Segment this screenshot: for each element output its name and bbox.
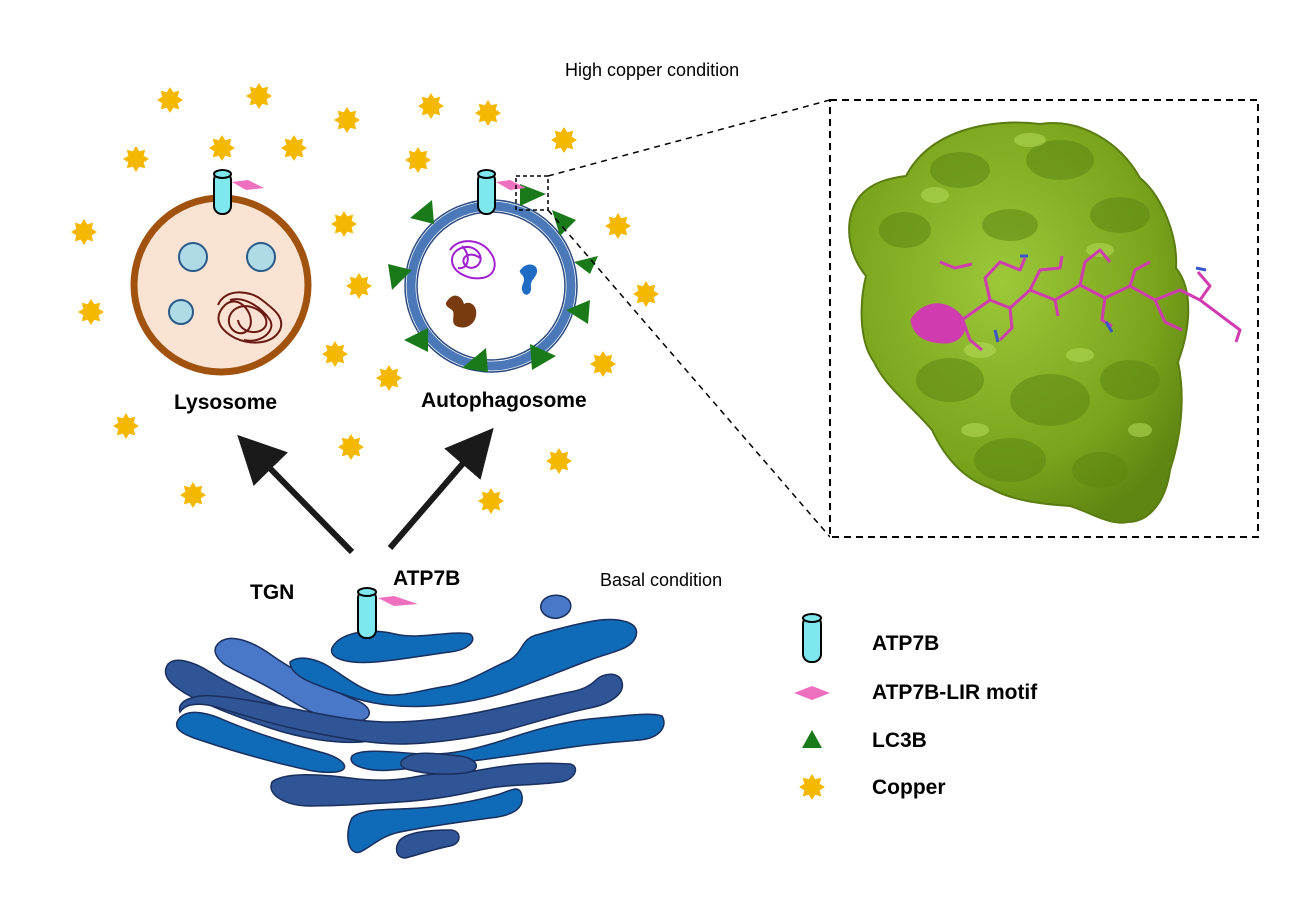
legend-label: ATP7B-LIR motif <box>872 681 1038 704</box>
atp7b-cylinder-icon <box>357 589 377 639</box>
copper-star-icon <box>71 219 97 245</box>
copper-star-icon <box>281 135 307 161</box>
copper-star-icon <box>123 146 149 172</box>
atp7b-label: ATP7B <box>393 567 461 590</box>
legend-item-copper: Copper <box>790 772 1110 806</box>
lc3b-triangle-icon <box>388 264 412 290</box>
copper-star-icon <box>551 127 577 153</box>
protein-aggregate <box>217 291 283 344</box>
golgi-cisterna <box>270 762 577 807</box>
copper-star-icon <box>246 83 272 109</box>
copper-star-icon <box>475 100 501 126</box>
copper-star-icon <box>209 135 235 161</box>
zoom-connector-line <box>547 99 831 177</box>
tgn-golgi <box>164 594 665 859</box>
lir-motif-diamond-icon <box>232 180 264 190</box>
autophagosome <box>388 169 598 373</box>
copper-star-icon <box>478 488 504 514</box>
lc3b-triangle-icon <box>566 300 590 324</box>
golgi-cisterna <box>400 752 478 775</box>
arrow-to-lysosome <box>237 434 355 555</box>
tgn-atp7b <box>357 587 418 639</box>
basal-condition-label: Basal condition <box>600 570 723 590</box>
copper-star-icon <box>546 448 572 474</box>
arrow-to-autophagosome <box>387 427 494 550</box>
copper-star-icon <box>338 434 364 460</box>
lc3b-triangle-icon <box>462 348 488 372</box>
high-copper-label: High copper condition <box>565 60 740 80</box>
lir-motif-diamond-icon <box>378 596 418 606</box>
zoom-region-box <box>515 175 549 211</box>
golgi-cisterna <box>395 829 460 859</box>
autophagosome-label: Autophagosome <box>421 389 587 412</box>
copper-star-icon <box>376 365 402 391</box>
lysosome-label: Lysosome <box>174 391 278 414</box>
lir-peptide <box>910 248 1242 352</box>
lc3b-triangle-icon <box>552 210 576 236</box>
copper-star-icon <box>113 413 139 439</box>
copper-star-icon <box>346 273 372 299</box>
vesicle <box>246 242 276 272</box>
lc3b-triangle-icon <box>802 730 822 748</box>
legend-label: LC3B <box>872 729 927 752</box>
lc3b-triangle-icon <box>520 184 546 206</box>
vesicle <box>168 299 194 325</box>
lysosome <box>130 169 312 376</box>
copper-star-icon <box>590 351 616 377</box>
purple-cargo <box>449 240 496 280</box>
legend-item-lc3b: LC3B <box>790 725 1110 759</box>
golgi-cisterna <box>331 630 474 664</box>
copper-star-icon <box>322 341 348 367</box>
lir-motif-diamond-icon <box>794 686 830 700</box>
golgi-cisterna <box>289 618 638 708</box>
lir-motif-diamond-icon <box>496 180 526 190</box>
legend-icons <box>794 613 830 800</box>
golgi-cisterna <box>347 788 523 854</box>
legend-label: ATP7B <box>872 632 940 655</box>
copper-star-icon <box>78 299 104 325</box>
copper-star-icon <box>405 147 431 173</box>
legend-item-atp7b: ATP7B <box>790 628 1110 662</box>
copper-star-icon <box>334 107 360 133</box>
copper-star-icon <box>180 482 206 508</box>
brown-cargo <box>445 295 477 328</box>
golgi-vesicle <box>540 594 572 620</box>
legend-label: Copper <box>872 776 946 799</box>
copper-star-icon <box>331 211 357 237</box>
lc3b-triangle-icon <box>404 328 428 352</box>
vesicle <box>178 242 208 272</box>
copper-star-icon <box>605 213 631 239</box>
zoom-connector-line <box>547 209 831 538</box>
protein-structure-inset <box>829 99 1259 538</box>
lc3b-triangle-icon <box>530 344 556 370</box>
golgi-cisterna <box>175 711 346 774</box>
copper-star-icon <box>418 93 444 119</box>
legend-item-lir-motif: ATP7B-LIR motif <box>790 677 1110 711</box>
blue-cargo <box>519 264 538 295</box>
tgn-label: TGN <box>250 581 295 604</box>
copper-star-icon <box>157 87 183 113</box>
lc3b-triangle-icon <box>574 256 598 274</box>
golgi-cisterna <box>178 673 624 745</box>
lc3b-triangle-icon <box>410 200 434 224</box>
copper-star-icon <box>633 281 659 307</box>
